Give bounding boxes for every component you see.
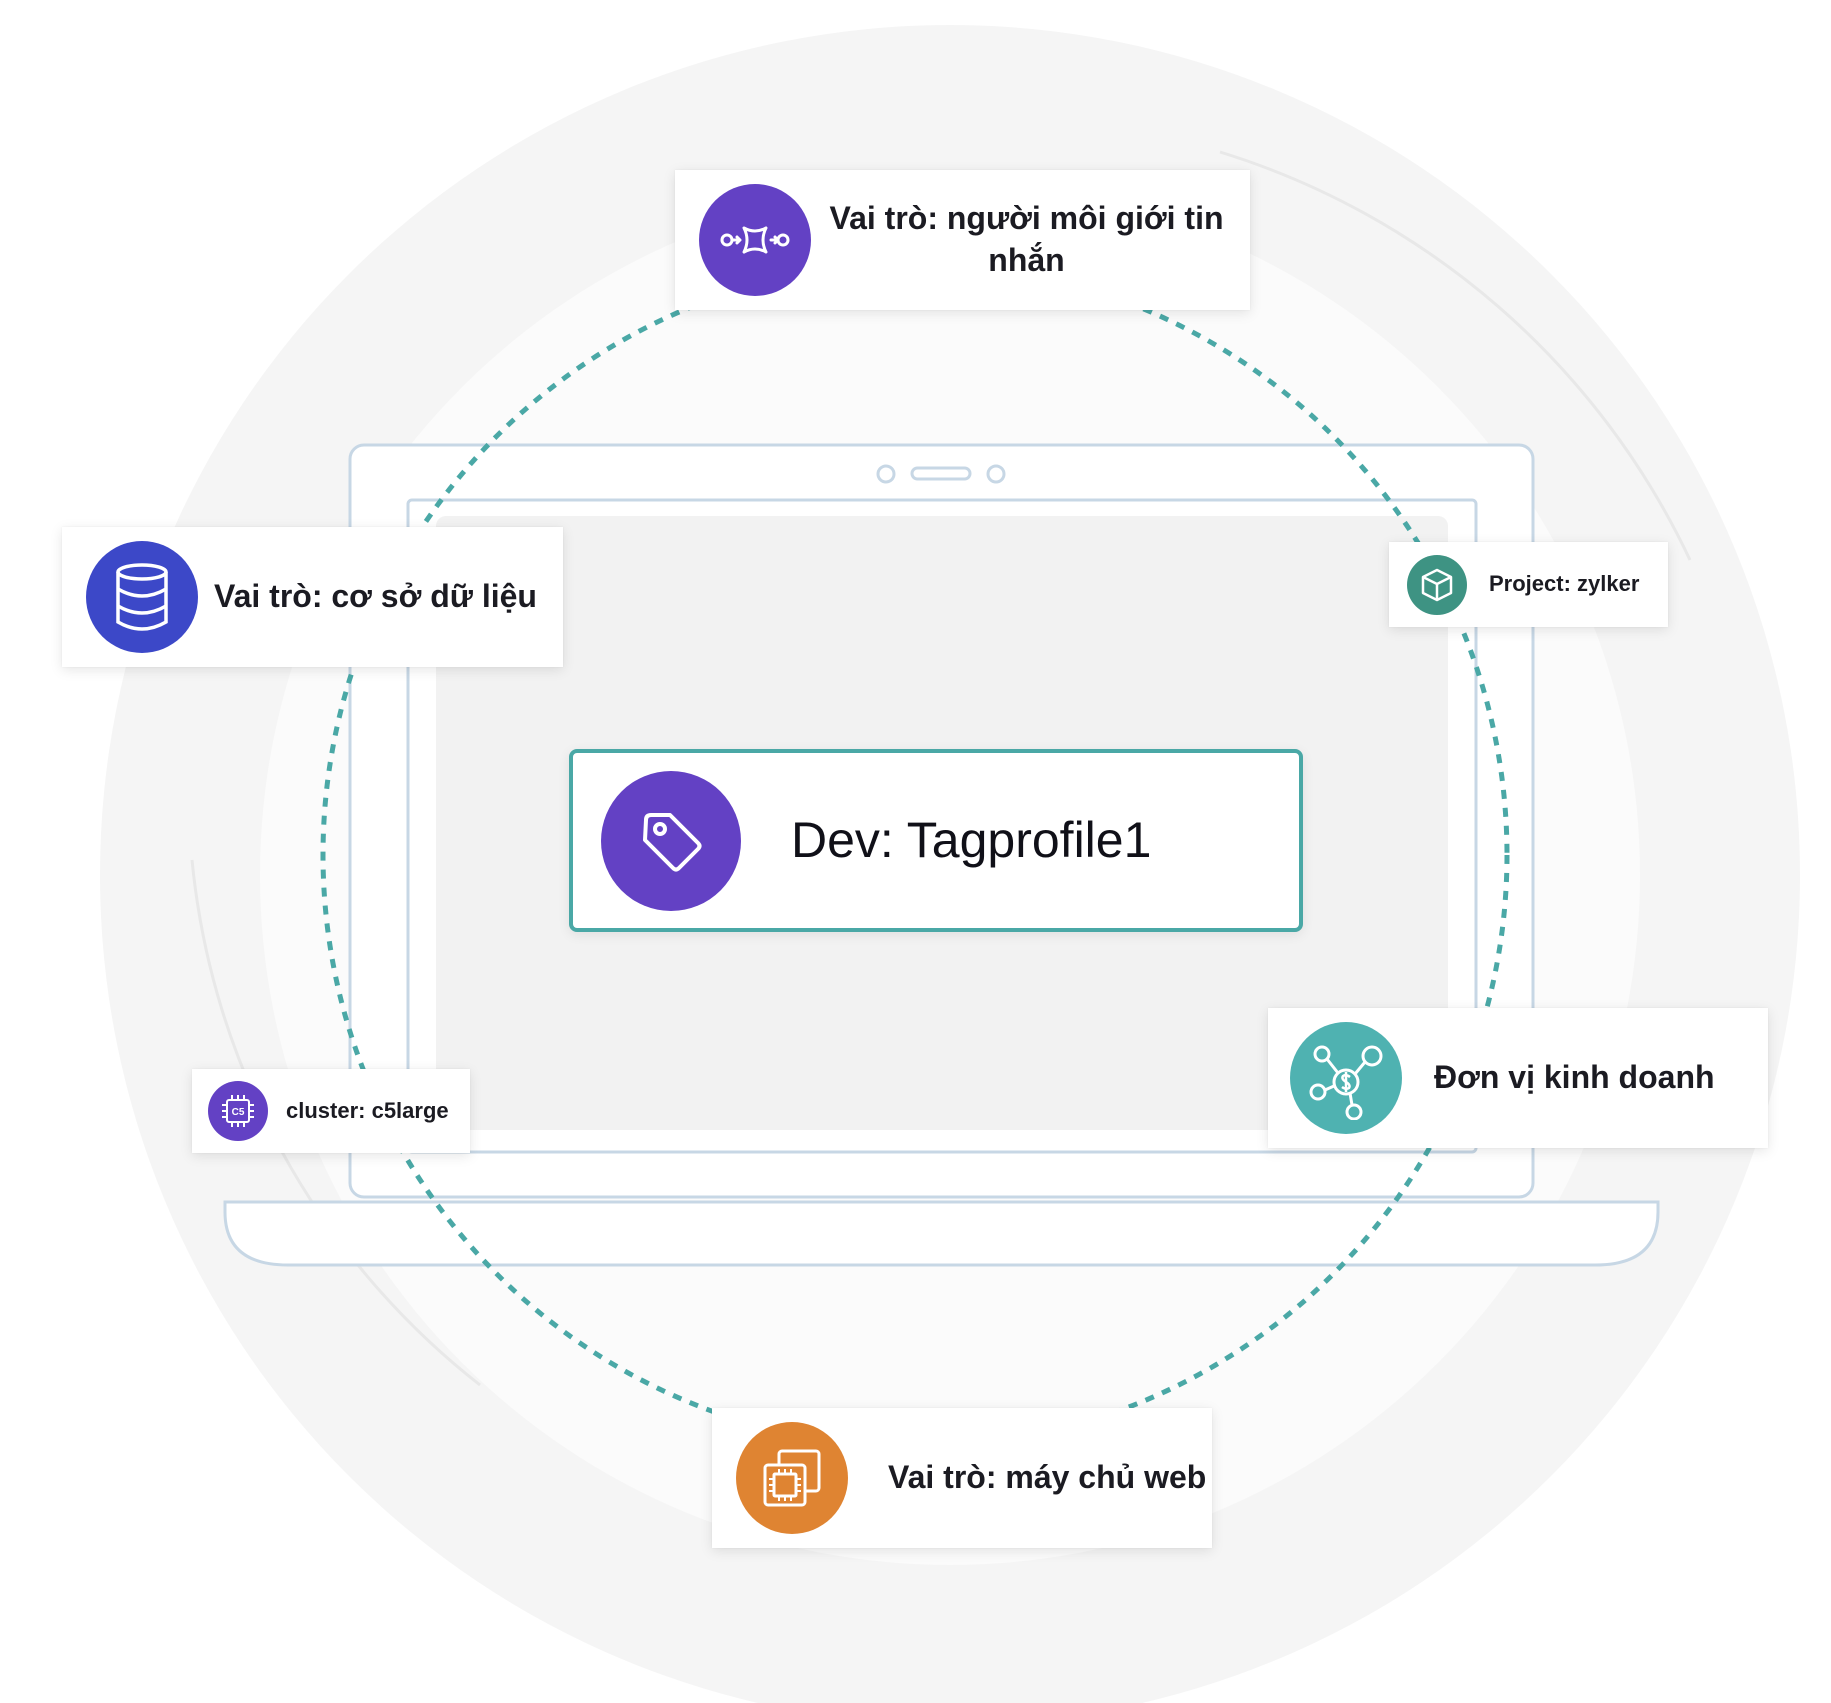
laptop-base bbox=[223, 1200, 1660, 1267]
tag-card-message-broker[interactable]: Vai trò: người môi giới tin nhắn bbox=[675, 170, 1250, 310]
message-broker-icon bbox=[699, 184, 811, 296]
tag-label: cluster: c5large bbox=[286, 1097, 449, 1123]
tag-card-business-unit[interactable]: Đơn vị kinh doanh bbox=[1268, 1008, 1768, 1148]
tag-label: Vai trò: máy chủ web bbox=[888, 1459, 1207, 1496]
camera-dot-right bbox=[986, 464, 1006, 484]
cube-icon bbox=[1407, 554, 1467, 615]
dashed-connection-ring bbox=[320, 260, 1510, 1450]
tag-label: Project: zylker bbox=[1489, 571, 1640, 597]
tag-profile-label: Dev: Tagprofile1 bbox=[791, 812, 1152, 868]
tag-label: Vai trò: cơ sở dữ liệu bbox=[214, 578, 537, 615]
database-icon bbox=[86, 541, 198, 653]
chip-icon-text: C5 bbox=[232, 1107, 245, 1118]
business-unit-icon bbox=[1290, 1022, 1402, 1134]
tag-profile-card[interactable]: Dev: Tagprofile1 bbox=[569, 749, 1303, 932]
web-server-icon bbox=[736, 1422, 848, 1534]
tag-label: Đơn vị kinh doanh bbox=[1434, 1059, 1715, 1096]
tag-card-database[interactable]: Vai trò: cơ sở dữ liệu bbox=[62, 527, 563, 667]
tag-icon bbox=[601, 770, 741, 911]
tag-card-project[interactable]: Project: zylker bbox=[1389, 542, 1668, 627]
camera-dot-left bbox=[876, 464, 896, 484]
tag-card-cluster[interactable]: C5 cluster: c5large bbox=[192, 1069, 470, 1153]
tag-label: Vai trò: người môi giới tin nhắn bbox=[829, 200, 1224, 278]
camera-bar bbox=[910, 466, 972, 481]
decorative-arc-right bbox=[1219, 150, 1692, 561]
chip-icon: C5 bbox=[208, 1081, 268, 1141]
tag-card-web-server[interactable]: Vai trò: máy chủ web bbox=[712, 1408, 1212, 1548]
